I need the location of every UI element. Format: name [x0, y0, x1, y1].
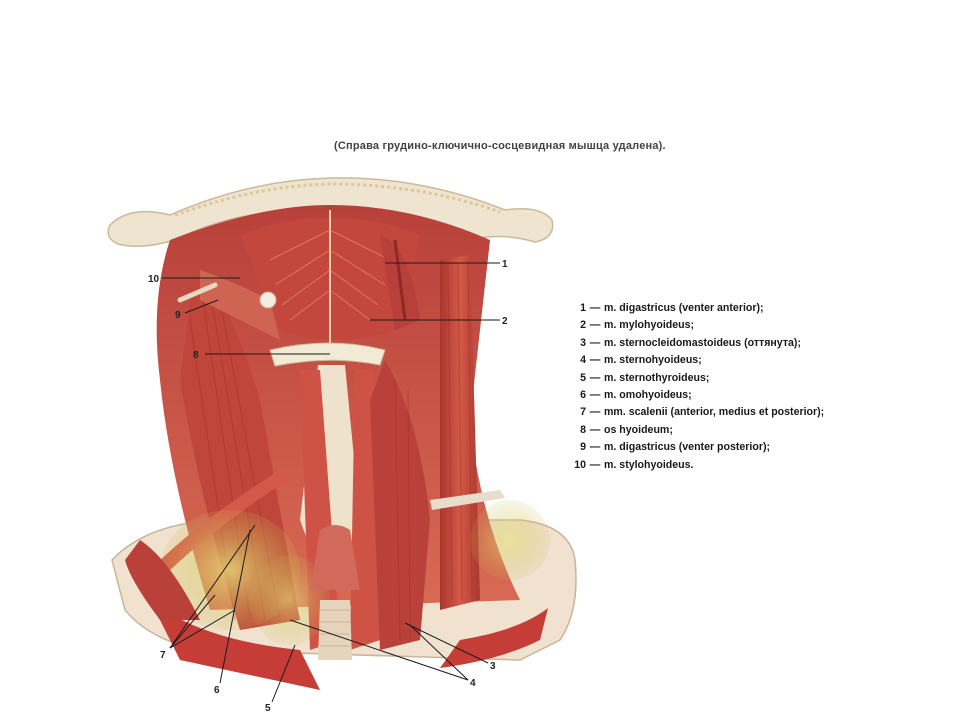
legend-text: mm. scalenii (anterior, medius et poster…	[604, 406, 825, 419]
figure-label-1: 1	[502, 259, 508, 270]
legend-text: m. mylohyoideus;	[604, 319, 695, 332]
legend-item: 6—m. omohyoideus;	[558, 387, 918, 404]
legend-dash: —	[589, 319, 601, 332]
legend-number: 4	[580, 354, 586, 367]
legend-dash: —	[589, 302, 601, 314]
figure-label-9: 9	[175, 310, 181, 321]
legend-text: m. sternohyoideus;	[604, 354, 702, 367]
legend-item: 10—m. stylohyoideus.	[558, 457, 918, 474]
figure-label-2: 2	[502, 316, 508, 327]
legend-text: m. sternocleidomastoideus (оттянута);	[604, 336, 801, 349]
legend-item: 9—m. digastricus (venter posterior);	[558, 439, 918, 456]
figure-label-10: 10	[148, 274, 160, 285]
leader-lines	[162, 262, 500, 703]
legend-text: m. stylohyoideus.	[604, 458, 694, 471]
legend-item: 7—mm. scalenii (anterior, medius et post…	[558, 404, 918, 421]
legend-item: 8—os hyoideum;	[558, 422, 918, 439]
legend-text: m. omohyoideus;	[604, 389, 692, 402]
legend-dash: —	[589, 406, 601, 419]
legend-dash: —	[589, 371, 601, 384]
legend-number: 6	[580, 389, 586, 402]
legend-text: m. sternothyroideus;	[604, 371, 710, 384]
legend-number: 9	[580, 441, 586, 454]
figure-label-6: 6	[214, 685, 220, 696]
legend-number: 1	[580, 302, 586, 314]
legend-item: 4—m. sternohyoideus;	[558, 352, 918, 369]
figure-label-3: 3	[490, 661, 496, 672]
figure-label-group: 1 2 3 4 5 6 7 8 9 10	[148, 259, 508, 714]
legend-dash: —	[589, 458, 601, 471]
figure-legend: 1—m. digastricus (venter anterior);2—m. …	[558, 300, 918, 474]
figure-label-7: 7	[160, 650, 166, 661]
neck-muscles	[125, 205, 550, 660]
legend-item: 2—m. mylohyoideus;	[558, 317, 918, 334]
legend-number: 8	[580, 423, 586, 436]
legend-text: os hyoideum;	[604, 423, 673, 436]
figure-caption: (Справа грудино-ключично-сосцевидная мыш…	[334, 140, 666, 152]
legend-item: 5—m. sternothyroideus;	[558, 370, 918, 387]
legend-dash: —	[589, 441, 601, 454]
figure-label-8: 8	[193, 350, 199, 361]
figure-label-4: 4	[470, 678, 476, 689]
figure-label-5: 5	[265, 703, 271, 714]
legend-item: 1—m. digastricus (venter anterior);	[558, 300, 918, 317]
legend-number: 2	[580, 319, 586, 332]
legend-number: 10	[574, 458, 586, 471]
legend-number: 3	[580, 336, 586, 349]
legend-dash: —	[589, 354, 601, 367]
legend-number: 5	[580, 371, 586, 384]
legend-text: m. digastricus (venter anterior);	[604, 302, 764, 314]
legend-dash: —	[589, 336, 601, 349]
legend-item: 3—m. sternocleidomastoideus (оттянута);	[558, 335, 918, 352]
legend-number: 7	[580, 406, 586, 419]
legend-dash: —	[589, 389, 601, 402]
legend-dash: —	[589, 423, 601, 436]
legend-text: m. digastricus (venter posterior);	[604, 441, 771, 454]
